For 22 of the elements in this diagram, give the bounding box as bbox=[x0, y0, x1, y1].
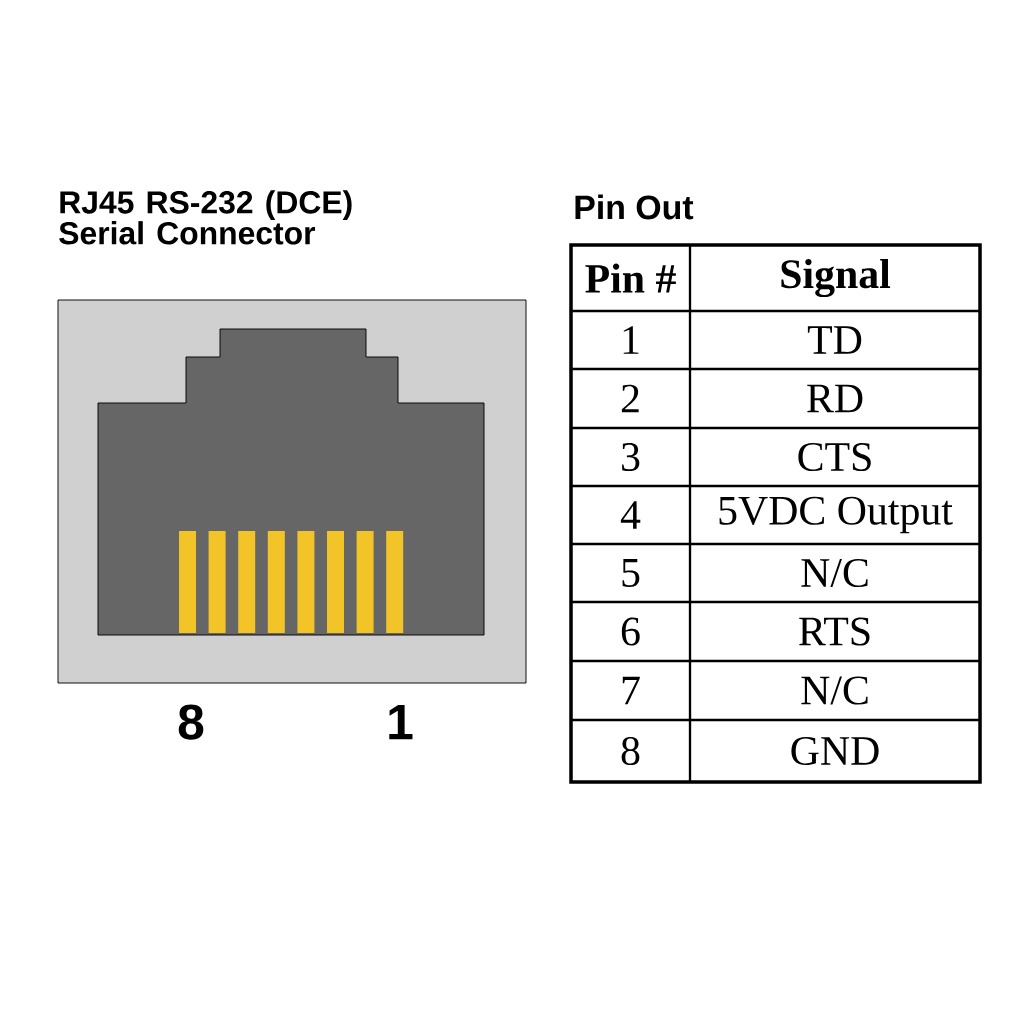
table-cell: 7 bbox=[622, 676, 640, 705]
pin-number: 1 bbox=[389, 704, 413, 740]
table-cell: N/C bbox=[801, 676, 868, 705]
table-heading: Pin Out bbox=[575, 194, 694, 220]
column-header: Pin # bbox=[585, 263, 676, 293]
table-cell: 3 bbox=[622, 442, 640, 472]
table-cell: 1 bbox=[623, 326, 639, 354]
table-cell: 2 bbox=[621, 384, 639, 413]
table-cell: N/C bbox=[801, 558, 868, 588]
table-cell: 6 bbox=[621, 617, 640, 646]
table-cell: TD bbox=[807, 326, 862, 354]
table-cell: 5 bbox=[622, 559, 640, 587]
table-cell: 4 bbox=[620, 501, 641, 529]
pin-number: 8 bbox=[178, 704, 204, 740]
column-header: Signal bbox=[781, 258, 891, 298]
table-cell: 5VDC Output bbox=[719, 496, 953, 534]
title: RJ45 RS-232 (DCE) Serial Connector bbox=[59, 190, 352, 245]
table-cell: RD bbox=[807, 384, 863, 413]
table-cell: GND bbox=[791, 736, 879, 766]
table-cell: 8 bbox=[621, 736, 640, 766]
table-cell: RTS bbox=[799, 617, 870, 646]
table-cell: CTS bbox=[798, 442, 871, 472]
